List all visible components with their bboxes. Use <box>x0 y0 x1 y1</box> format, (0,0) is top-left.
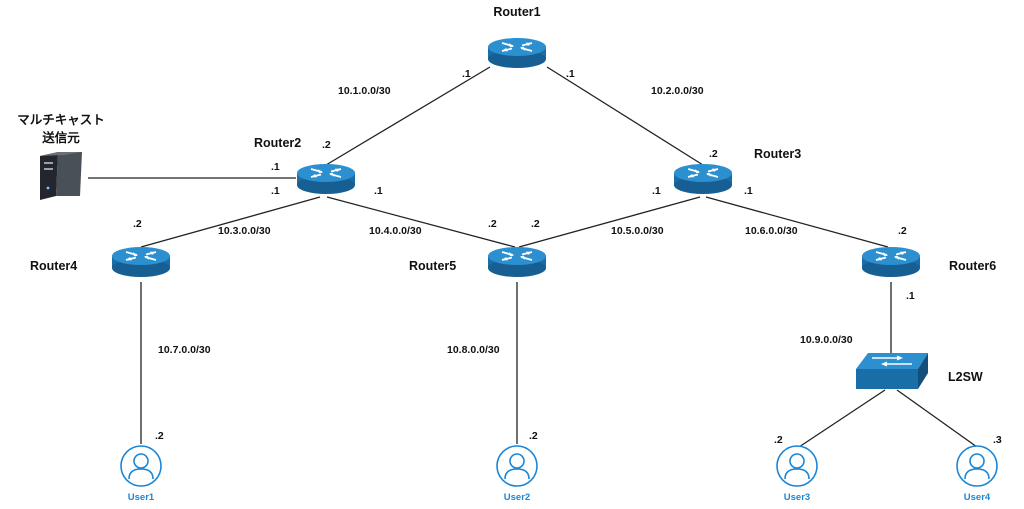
server-icon <box>40 152 82 200</box>
address-label: .2 <box>531 218 540 230</box>
address-label: .2 <box>322 139 331 151</box>
l2-switch[interactable]: L2SW <box>856 353 983 389</box>
link-r1-r2 <box>325 66 491 166</box>
user-label: User3 <box>784 492 810 503</box>
address-label: .1 <box>271 161 280 173</box>
router-icon <box>296 163 356 195</box>
router-icon <box>111 246 171 278</box>
user-label: User1 <box>128 492 155 503</box>
switch-icon <box>856 353 928 389</box>
multicast-source[interactable]: マルチキャスト 送信元 <box>17 113 105 200</box>
router-label: Router3 <box>754 147 801 161</box>
link-l2sw-user4 <box>896 389 978 448</box>
source-label-line1: マルチキャスト <box>17 113 105 127</box>
user-label: User2 <box>504 492 530 503</box>
user-label: User4 <box>964 492 991 503</box>
address-label: .2 <box>133 218 142 230</box>
address-label: .2 <box>774 434 783 446</box>
address-label: .1 <box>374 185 383 197</box>
link-r1-r3 <box>546 66 704 166</box>
network-label-10-7: 10.7.0.0/30 <box>158 344 211 356</box>
network-label-10-1: 10.1.0.0/30 <box>338 85 391 97</box>
router-icon <box>673 163 733 195</box>
address-label: .1 <box>906 290 915 302</box>
network-label-10-3: 10.3.0.0/30 <box>218 225 271 237</box>
address-label: .1 <box>652 185 661 197</box>
address-label: .1 <box>744 185 753 197</box>
network-label-10-2: 10.2.0.0/30 <box>651 85 704 97</box>
router-label: Router4 <box>30 259 77 273</box>
address-label: .1 <box>462 68 471 80</box>
link-r3-r6 <box>705 196 889 248</box>
router-icon <box>487 37 547 69</box>
switch-label: L2SW <box>948 370 983 384</box>
source-label-line2: 送信元 <box>41 130 80 145</box>
links <box>88 66 978 448</box>
link-l2sw-user3 <box>798 389 886 448</box>
link-r2-r4 <box>140 196 321 248</box>
router3[interactable]: Router3 <box>673 147 801 195</box>
address-label: .2 <box>709 148 718 160</box>
address-label: .1 <box>566 68 575 80</box>
network-label-10-5: 10.5.0.0/30 <box>611 225 664 237</box>
user3[interactable]: User3 <box>776 445 818 503</box>
router-icon <box>861 246 921 278</box>
router4[interactable]: Router4 <box>30 246 171 278</box>
user-icon <box>496 445 538 487</box>
user-icon <box>956 445 998 487</box>
address-label: .2 <box>898 225 907 237</box>
address-label: .2 <box>488 218 497 230</box>
address-label: .3 <box>993 434 1002 446</box>
address-label: .2 <box>529 430 538 442</box>
link-r3-r5 <box>518 196 701 248</box>
network-label-10-4: 10.4.0.0/30 <box>369 225 422 237</box>
address-label: .1 <box>271 185 280 197</box>
router-label: Router6 <box>949 259 996 273</box>
router-label: Router1 <box>493 5 540 19</box>
address-label: .2 <box>155 430 164 442</box>
router-label: Router5 <box>409 259 456 273</box>
router5[interactable]: Router5 <box>409 246 547 278</box>
router-icon <box>487 246 547 278</box>
network-label-10-6: 10.6.0.0/30 <box>745 225 798 237</box>
user-icon <box>776 445 818 487</box>
network-labels: 10.1.0.0/30 10.2.0.0/30 10.3.0.0/30 10.4… <box>158 85 853 356</box>
network-label-10-8: 10.8.0.0/30 <box>447 344 500 356</box>
router1[interactable]: Router1 <box>487 5 547 69</box>
user-icon <box>120 445 162 487</box>
router-label: Router2 <box>254 136 301 150</box>
user1[interactable]: User1 <box>120 445 162 503</box>
network-label-10-9: 10.9.0.0/30 <box>800 334 853 346</box>
link-r2-r5 <box>326 196 516 248</box>
router2[interactable]: Router2 <box>254 136 356 195</box>
address-labels: .1 .1 .2 .1 .1 .1 .2 .1 .1 .2 .2 .2 .2 .… <box>133 68 1002 446</box>
user4[interactable]: User4 <box>956 445 998 503</box>
user2[interactable]: User2 <box>496 445 538 503</box>
router6[interactable]: Router6 <box>861 246 996 278</box>
